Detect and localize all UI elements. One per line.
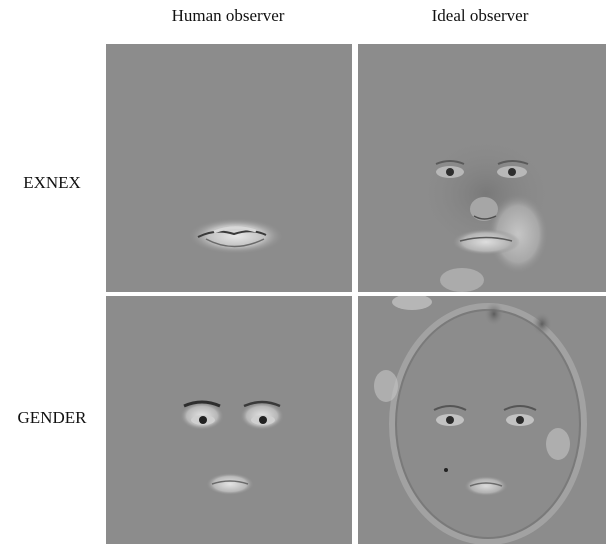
eyes-feature (433, 405, 537, 426)
column-label-human-observer: Human observer (171, 6, 285, 25)
panel-exnex-ideal (358, 44, 606, 292)
mouth-feature (452, 229, 520, 255)
mouth-feature (206, 473, 254, 495)
panel-exnex-human (106, 44, 352, 292)
mouth-feature (188, 218, 284, 254)
row-label-exnex: EXNEX (23, 173, 81, 192)
row-label-gender: GENDER (17, 408, 87, 427)
column-label-ideal-observer: Ideal observer (431, 6, 529, 25)
nose-feature (470, 197, 498, 221)
panel-gender-human (106, 296, 352, 544)
face-outline (389, 303, 587, 544)
eyes-feature (435, 160, 529, 178)
panel-gender-ideal (358, 296, 606, 544)
mouth-feature (464, 476, 508, 496)
eyes-feature (180, 400, 284, 430)
